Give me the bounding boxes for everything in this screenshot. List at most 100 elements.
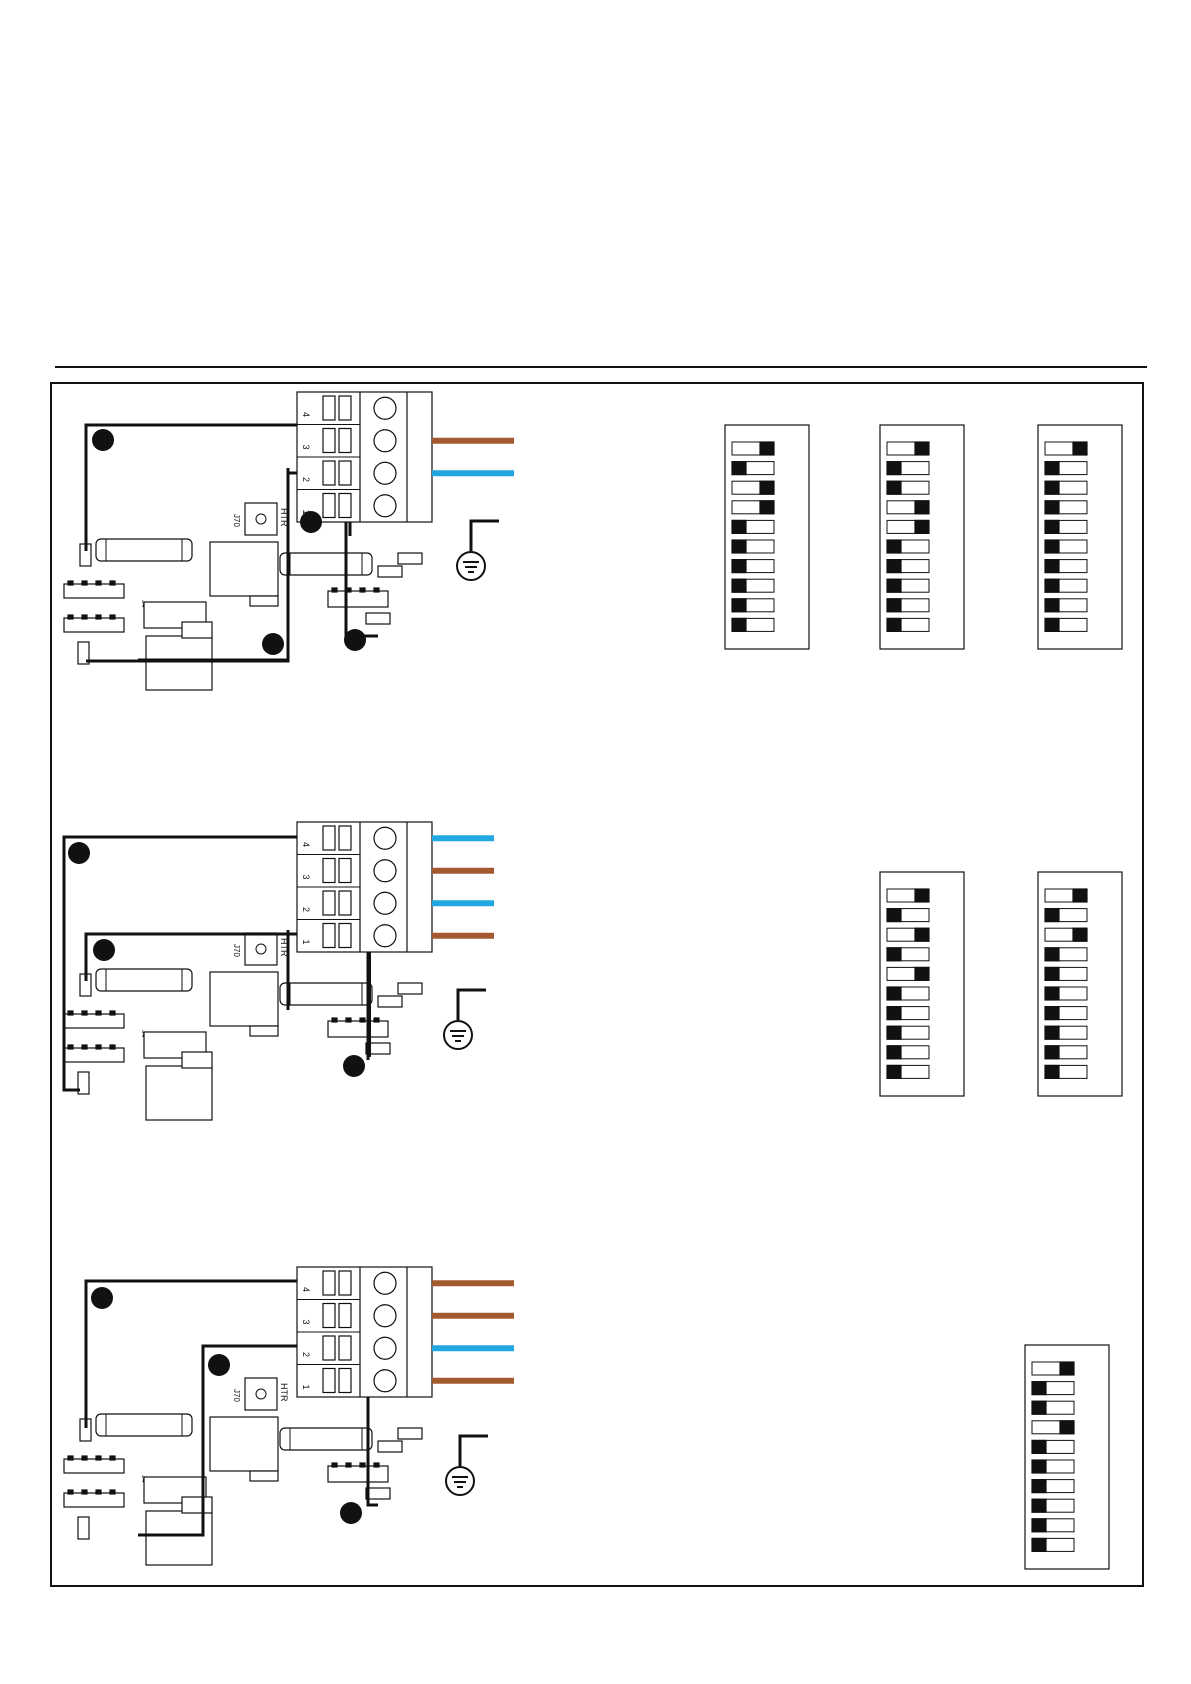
header-pin: [374, 1463, 379, 1467]
dip-switch-off: [887, 948, 901, 961]
dip-switch-off: [1045, 967, 1059, 980]
dip-switch-off: [1045, 987, 1059, 1000]
dip-switch-off: [1045, 948, 1059, 961]
dip-switch: [732, 579, 774, 592]
dip-switch: [732, 540, 774, 553]
header-pin: [82, 1490, 87, 1494]
fuse-body: [280, 553, 372, 575]
dip-switch: [1032, 1401, 1074, 1414]
terminal-block: 4321: [297, 1267, 432, 1397]
dip-switch-on: [915, 889, 929, 902]
small-part: [378, 566, 402, 577]
terminal-number: 4: [301, 1287, 311, 1292]
dip-switch-off: [1045, 909, 1059, 922]
connector-block: [146, 636, 212, 690]
j70-pot: [245, 933, 277, 965]
dip-switch-off: [887, 1007, 901, 1020]
dip-switch: [1045, 481, 1087, 494]
terminal-screw: [374, 892, 396, 914]
dip-switch: [732, 599, 774, 612]
dip-switch-off: [887, 481, 901, 494]
marker-dot: [300, 511, 322, 533]
connector-tab: [182, 1497, 212, 1513]
header-pin: [82, 1045, 87, 1049]
htr-label: HTR: [279, 1383, 289, 1402]
dip-switch-off: [1045, 1026, 1059, 1039]
dip-switch-off: [1032, 1460, 1046, 1473]
ground-icon: [446, 1436, 488, 1495]
dip-switch: [1045, 967, 1087, 980]
header-pin: [332, 1463, 337, 1467]
small-part: [378, 996, 402, 1007]
dip-switch-bank-1: [1025, 1345, 1109, 1569]
small-connector: [328, 1463, 388, 1482]
dip-switch-off: [1045, 1065, 1059, 1078]
dip-switch: [1045, 462, 1087, 475]
dip-switch-off: [1045, 481, 1059, 494]
dip-switch-off: [887, 1065, 901, 1078]
terminal-slot: [323, 429, 335, 453]
dip-switch-off: [1045, 462, 1059, 475]
ground-lead: [458, 990, 486, 1020]
dip-switch: [732, 520, 774, 533]
dip-switch-off: [1045, 540, 1059, 553]
dip-switch: [887, 599, 929, 612]
terminal-slot: [339, 1304, 351, 1328]
header-pin: [110, 615, 115, 619]
header-pin: [68, 1045, 73, 1049]
terminal-slot: [339, 826, 351, 850]
terminal-slot: [339, 461, 351, 485]
dip-switch-on: [760, 481, 774, 494]
dip-switch-off: [1045, 520, 1059, 533]
dip-switch: [1032, 1538, 1074, 1551]
header-pin: [96, 1011, 101, 1015]
marker-dot: [340, 1502, 362, 1524]
dip-switch: [1045, 1007, 1087, 1020]
small-part: [398, 983, 422, 994]
marker-dot: [93, 939, 115, 961]
dip-switch: [887, 1026, 929, 1039]
terminal-slot: [323, 494, 335, 518]
dip-switch: [887, 1065, 929, 1078]
dip-bank-frame: [1038, 425, 1122, 649]
header-pin: [110, 581, 115, 585]
terminal-slot: [323, 1271, 335, 1295]
dip-switch-on: [915, 967, 929, 980]
dip-switch: [1045, 579, 1087, 592]
dip-switch: [1045, 442, 1087, 455]
relay-tab: [250, 1471, 278, 1481]
header-strip: [64, 1045, 124, 1062]
dip-switch: [887, 481, 929, 494]
connector-tab: [182, 622, 212, 638]
terminal-screw: [374, 827, 396, 849]
terminal-slot: [323, 826, 335, 850]
dip-switch: [887, 889, 929, 902]
dip-switch-on: [915, 442, 929, 455]
marker-dot: [262, 633, 284, 655]
terminal-number: 1: [301, 1385, 311, 1390]
dip-switch-off: [887, 1026, 901, 1039]
header-strip-body: [64, 1048, 124, 1062]
terminal-slot: [323, 461, 335, 485]
dip-switch-off: [1045, 560, 1059, 573]
dip-switch: [1045, 948, 1087, 961]
small-part: [366, 1488, 390, 1499]
dip-switch-on: [760, 442, 774, 455]
relay-tab: [250, 596, 278, 606]
dip-switch-off: [887, 1046, 901, 1059]
header-pin: [374, 1018, 379, 1022]
header-strip-body: [64, 1459, 124, 1473]
dip-switch-bank-2: [1038, 872, 1122, 1096]
dip-switch: [1045, 560, 1087, 573]
terminal-screw: [374, 1370, 396, 1392]
dip-switch: [1032, 1460, 1074, 1473]
terminal-slot: [339, 1271, 351, 1295]
dip-switch-off: [887, 599, 901, 612]
dip-switch: [1032, 1421, 1074, 1434]
dip-switch-off: [732, 520, 746, 533]
connector-block: [146, 1066, 212, 1120]
dip-switch-off: [1032, 1382, 1046, 1395]
header-pin: [110, 1011, 115, 1015]
dip-switch-off: [732, 599, 746, 612]
